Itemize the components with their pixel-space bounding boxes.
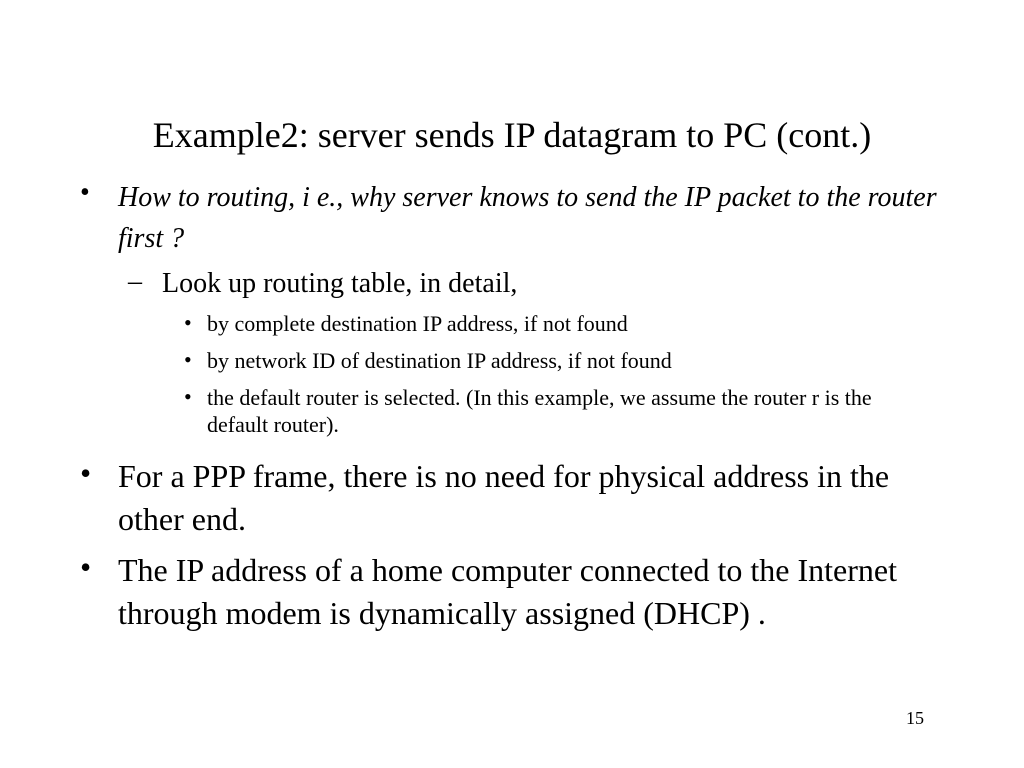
- sub-sub-bullet-text-1: by complete destination IP address, if n…: [207, 311, 628, 336]
- bullet-text-routing: How to routing, i e., why server knows t…: [118, 182, 937, 254]
- bullet-marker: •: [184, 347, 192, 372]
- sub-sub-bullet-text-3: the default router is selected. (In this…: [207, 385, 872, 437]
- bullet-text-dhcp: The IP address of a home computer connec…: [118, 552, 897, 631]
- page-number: 15: [906, 708, 924, 728]
- dash-marker: –: [128, 266, 142, 297]
- bullet-marker: •: [184, 384, 192, 409]
- bullet-marker: •: [80, 549, 92, 585]
- sub-bullet-text-lookup: Look up routing table, in detail,: [162, 268, 518, 299]
- bullet-marker: •: [80, 455, 92, 491]
- bullet-marker: •: [80, 177, 90, 208]
- bullet-marker: •: [184, 310, 192, 335]
- sub-sub-bullet-text-2: by network ID of destination IP address,…: [207, 348, 672, 373]
- bullet-text-ppp: For a PPP frame, there is no need for ph…: [118, 458, 890, 537]
- slide-title: Example2: server sends IP datagram to PC…: [152, 115, 872, 155]
